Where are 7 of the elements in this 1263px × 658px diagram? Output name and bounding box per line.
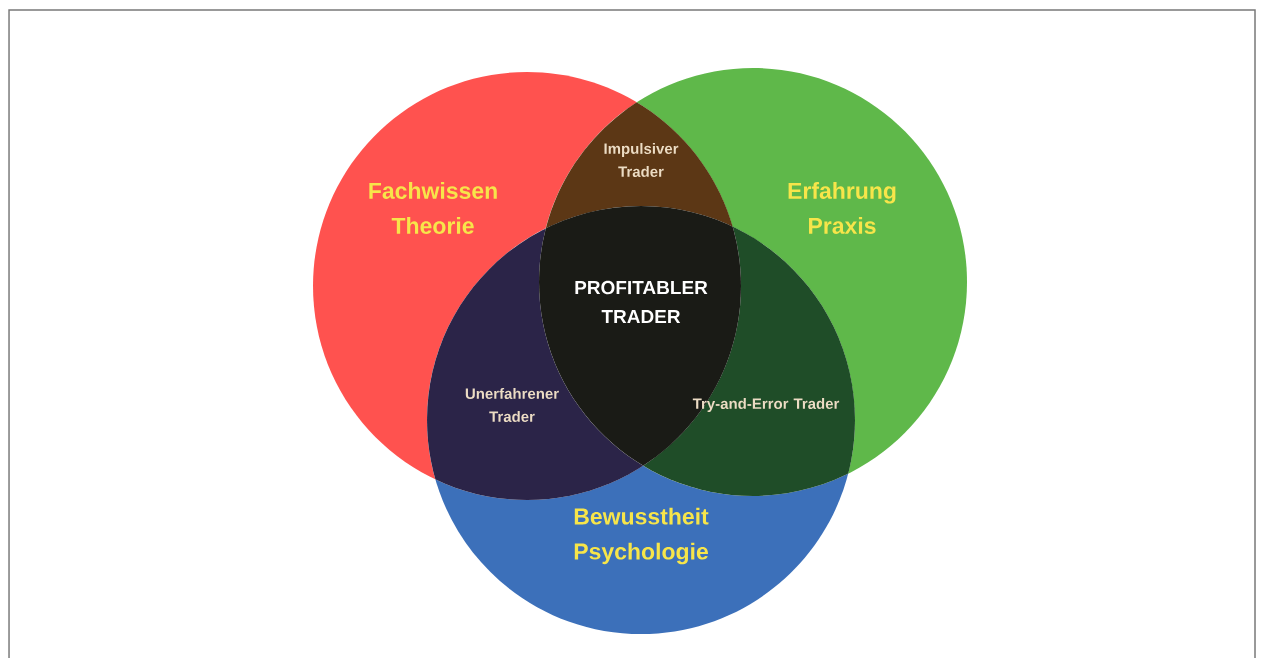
region-label: Unerfahrener Trader — [465, 388, 559, 422]
region-label: Bewusstheit Psychologie — [574, 507, 709, 565]
region-label: PROFITABLER TRADER — [575, 280, 708, 324]
region-label: Try-and-Error Trader — [692, 398, 840, 412]
region-label: Fachwissen Theorie — [369, 182, 497, 234]
region-label: Impulsiver Trader — [604, 143, 679, 177]
region-label: Erfahrung Praxis — [788, 182, 896, 234]
